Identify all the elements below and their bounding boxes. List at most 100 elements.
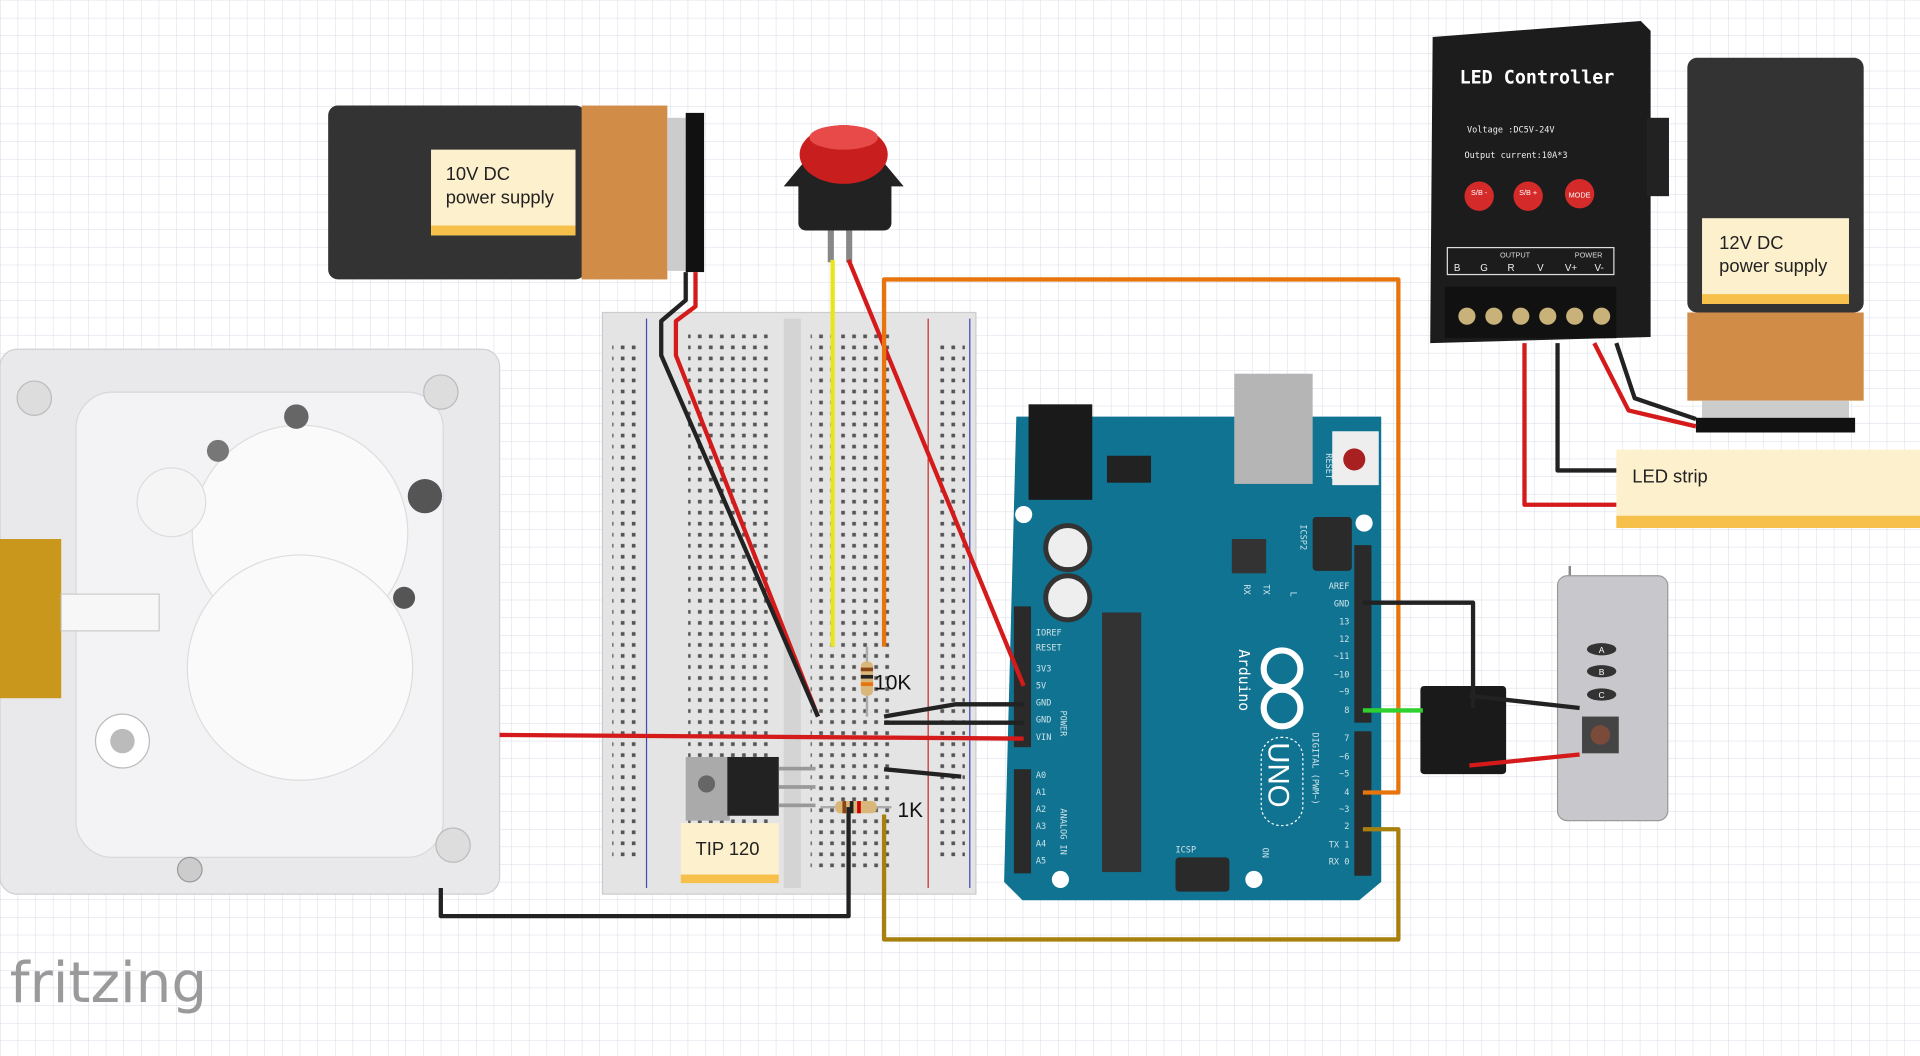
wire-receiver-black[interactable]	[1469, 693, 1580, 711]
svg-text:13: 13	[1339, 618, 1349, 628]
svg-text:C: C	[1599, 690, 1605, 700]
icsp-label: ICSP	[1176, 845, 1197, 855]
remote-button-b[interactable]	[1586, 665, 1617, 678]
pin-a0: A0	[1036, 771, 1046, 781]
tip120-label: TIP 120	[696, 838, 760, 859]
svg-text:RX 0: RX 0	[1329, 858, 1350, 868]
wire-brown-pin2[interactable]	[881, 814, 1401, 942]
controller-title: LED Controller	[1460, 68, 1615, 89]
svg-text:V-: V-	[1595, 263, 1604, 274]
wire-gnd-receiver[interactable]	[1362, 600, 1476, 708]
led-controller[interactable]: LED Controller Voltage :DC5V-24V Output …	[1430, 21, 1669, 344]
svg-text:V+: V+	[1565, 263, 1578, 274]
arduino-model: UNO	[1262, 742, 1295, 807]
wire-strip-red[interactable]	[1522, 343, 1617, 507]
svg-text:AREF: AREF	[1329, 582, 1350, 592]
pin-5v: 5V	[1036, 681, 1046, 691]
pin-a4: A4	[1036, 839, 1046, 849]
battery-10v-label-2: power supply	[446, 187, 555, 208]
svg-text:~6: ~6	[1339, 752, 1349, 762]
svg-text:A: A	[1599, 645, 1605, 655]
wire-12v-black[interactable]	[1614, 342, 1697, 422]
led-strip-label: LED strip	[1632, 466, 1708, 487]
resistor-10k-label: 10K	[874, 672, 911, 695]
svg-text:OUTPUT: OUTPUT	[1500, 250, 1531, 259]
wires	[438, 259, 1697, 942]
led-l-label: L	[1288, 592, 1298, 597]
wire-strip-black[interactable]	[1555, 343, 1617, 473]
on-label: ON	[1259, 848, 1269, 858]
wire-battery-red[interactable]	[673, 272, 820, 718]
svg-text:S/B -: S/B -	[1471, 188, 1488, 197]
arduino-brand: Arduino	[1235, 649, 1252, 711]
push-button[interactable]	[783, 125, 904, 263]
pin-gnd-1: GND	[1036, 699, 1051, 709]
pin-ioref: IOREF	[1036, 629, 1062, 639]
battery-12v-label-2: power supply	[1719, 255, 1828, 276]
battery-12v-label-1: 12V DC	[1719, 232, 1783, 253]
wire-receiver-red[interactable]	[1469, 752, 1580, 768]
arduino-uno[interactable]: RESET ICSP2 ICSP ON RX TX L Arduino UNO …	[1004, 373, 1382, 901]
svg-text:G: G	[1480, 263, 1488, 274]
pin-gnd-2: GND	[1036, 716, 1051, 726]
svg-text:12: 12	[1339, 635, 1349, 645]
wire-battery-black[interactable]	[659, 272, 820, 718]
rf-remote[interactable]: A B C	[1556, 565, 1669, 822]
controller-button-sb-plus[interactable]	[1513, 181, 1543, 211]
controller-button-mode[interactable]	[1564, 179, 1595, 209]
controller-button-sb-minus[interactable]	[1464, 181, 1494, 211]
led-rx-label: RX	[1241, 584, 1251, 595]
remote-button-c[interactable]	[1586, 688, 1617, 701]
controller-voltage: Voltage :DC5V-24V	[1467, 125, 1555, 135]
pin-a3: A3	[1036, 822, 1046, 832]
wire-button-red[interactable]	[846, 259, 1026, 687]
analog-group-label: ANALOG IN	[1057, 808, 1067, 854]
reset-label: RESET	[1323, 453, 1333, 479]
controller-current: Output current:10A*3	[1464, 151, 1567, 161]
remote-button-a[interactable]	[1586, 643, 1617, 656]
svg-text:V: V	[1537, 263, 1544, 274]
svg-text:4: 4	[1344, 788, 1349, 798]
battery-10v[interactable]: 10V DC power supply	[328, 105, 705, 280]
svg-text:GND: GND	[1334, 599, 1349, 609]
arduino-logo	[1260, 647, 1304, 730]
pin-reset: RESET	[1036, 643, 1062, 653]
svg-text:TX 1: TX 1	[1329, 841, 1350, 851]
wire-black-rail[interactable]	[883, 767, 962, 779]
svg-text:B: B	[1599, 667, 1605, 677]
battery-10v-label-1: 10V DC	[446, 163, 510, 184]
svg-text:POWER: POWER	[1575, 250, 1603, 259]
led-strip[interactable]: LED strip	[1616, 449, 1920, 528]
svg-text:2: 2	[1344, 822, 1349, 832]
led-tx-label: TX	[1261, 584, 1271, 595]
wire-gnd-black-1[interactable]	[883, 702, 1024, 719]
wire-12v-red[interactable]	[1592, 342, 1697, 429]
resistor-1k[interactable]: 1K	[820, 799, 923, 822]
svg-text:~3: ~3	[1339, 805, 1349, 815]
transistor-tip120[interactable]: TIP 120	[680, 756, 816, 884]
wire-motor-black[interactable]	[438, 807, 851, 919]
rf-receiver-module[interactable]	[1420, 685, 1507, 775]
fritzing-logo: fritzing	[10, 951, 207, 1016]
power-group-label: POWER	[1057, 710, 1067, 737]
resistor-10k[interactable]: 10K	[860, 646, 912, 717]
svg-text:B: B	[1454, 263, 1461, 274]
svg-text:~11: ~11	[1334, 652, 1349, 662]
battery-10v-note	[431, 149, 576, 236]
svg-text:7: 7	[1344, 734, 1349, 744]
pin-a5: A5	[1036, 857, 1046, 867]
wire-vin-red[interactable]	[499, 732, 1024, 741]
wire-orange-pin4[interactable]	[881, 277, 1401, 795]
pin-a2: A2	[1036, 805, 1046, 815]
svg-text:~10: ~10	[1334, 670, 1349, 680]
svg-text:8: 8	[1344, 706, 1349, 716]
gear-motor[interactable]	[0, 348, 501, 895]
svg-text:~9: ~9	[1339, 688, 1349, 698]
svg-text:MODE: MODE	[1569, 190, 1591, 199]
battery-12v[interactable]: 12V DC power supply	[1687, 57, 1864, 433]
terminal-labels: B G R V V+ V-	[1454, 263, 1604, 274]
pin-3v3: 3V3	[1036, 664, 1051, 674]
resistor-1k-label: 1K	[898, 799, 924, 822]
svg-text:~5: ~5	[1339, 770, 1349, 780]
